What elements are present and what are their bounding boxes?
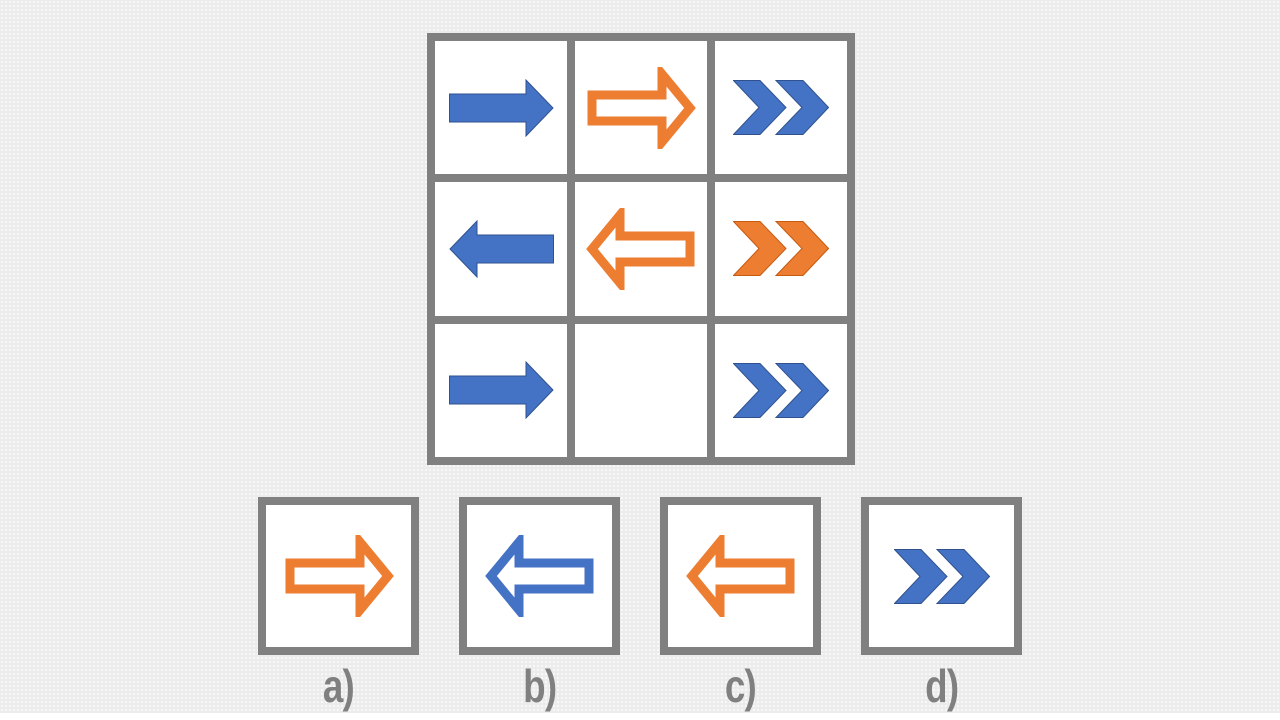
- grid-cell-r2c2: [575, 182, 707, 316]
- blue-arrow-outline-left-icon: [484, 535, 593, 617]
- orange-arrow-outline-right-icon: [587, 66, 696, 149]
- blue-arrow-solid-right-icon: [448, 361, 554, 420]
- option-b-box[interactable]: [459, 497, 620, 655]
- option-c-box[interactable]: [660, 497, 821, 655]
- blue-double-chevron-right-icon: [733, 362, 829, 418]
- bottom-white-strip: [0, 713, 1280, 720]
- grid-cell-r3c2-missing: [575, 323, 707, 457]
- option-c: c): [660, 497, 821, 711]
- option-c-label: c): [724, 660, 757, 712]
- grid-cell-r1c3: [715, 41, 847, 175]
- option-d-box[interactable]: [861, 497, 1022, 655]
- option-a-box[interactable]: [258, 497, 419, 655]
- orange-arrow-outline-right-icon: [285, 535, 394, 617]
- option-b-label: b): [522, 660, 557, 712]
- option-d: d): [861, 497, 1022, 711]
- grid-cell-r2c1: [435, 182, 567, 316]
- orange-double-chevron-right-icon: [733, 221, 829, 277]
- option-a-label: a): [322, 660, 355, 712]
- option-d-label: d): [924, 660, 959, 712]
- blue-double-chevron-right-icon: [893, 548, 990, 604]
- option-a: a): [258, 497, 419, 711]
- grid-cell-r3c1: [435, 323, 567, 457]
- option-b: b): [459, 497, 620, 711]
- orange-arrow-outline-left-icon: [586, 207, 695, 290]
- blue-arrow-solid-left-icon: [448, 219, 554, 278]
- grid-cell-r1c1: [435, 41, 567, 175]
- answer-options-row: a) b) c) d): [258, 497, 1022, 711]
- grid-cell-r3c3: [715, 323, 847, 457]
- blue-double-chevron-right-icon: [733, 80, 829, 136]
- grid-cell-r2c3: [715, 182, 847, 316]
- blue-arrow-solid-right-icon: [448, 78, 554, 137]
- grid-cell-r1c2: [575, 41, 707, 175]
- puzzle-grid: [427, 33, 855, 465]
- orange-arrow-outline-left-icon: [685, 535, 794, 617]
